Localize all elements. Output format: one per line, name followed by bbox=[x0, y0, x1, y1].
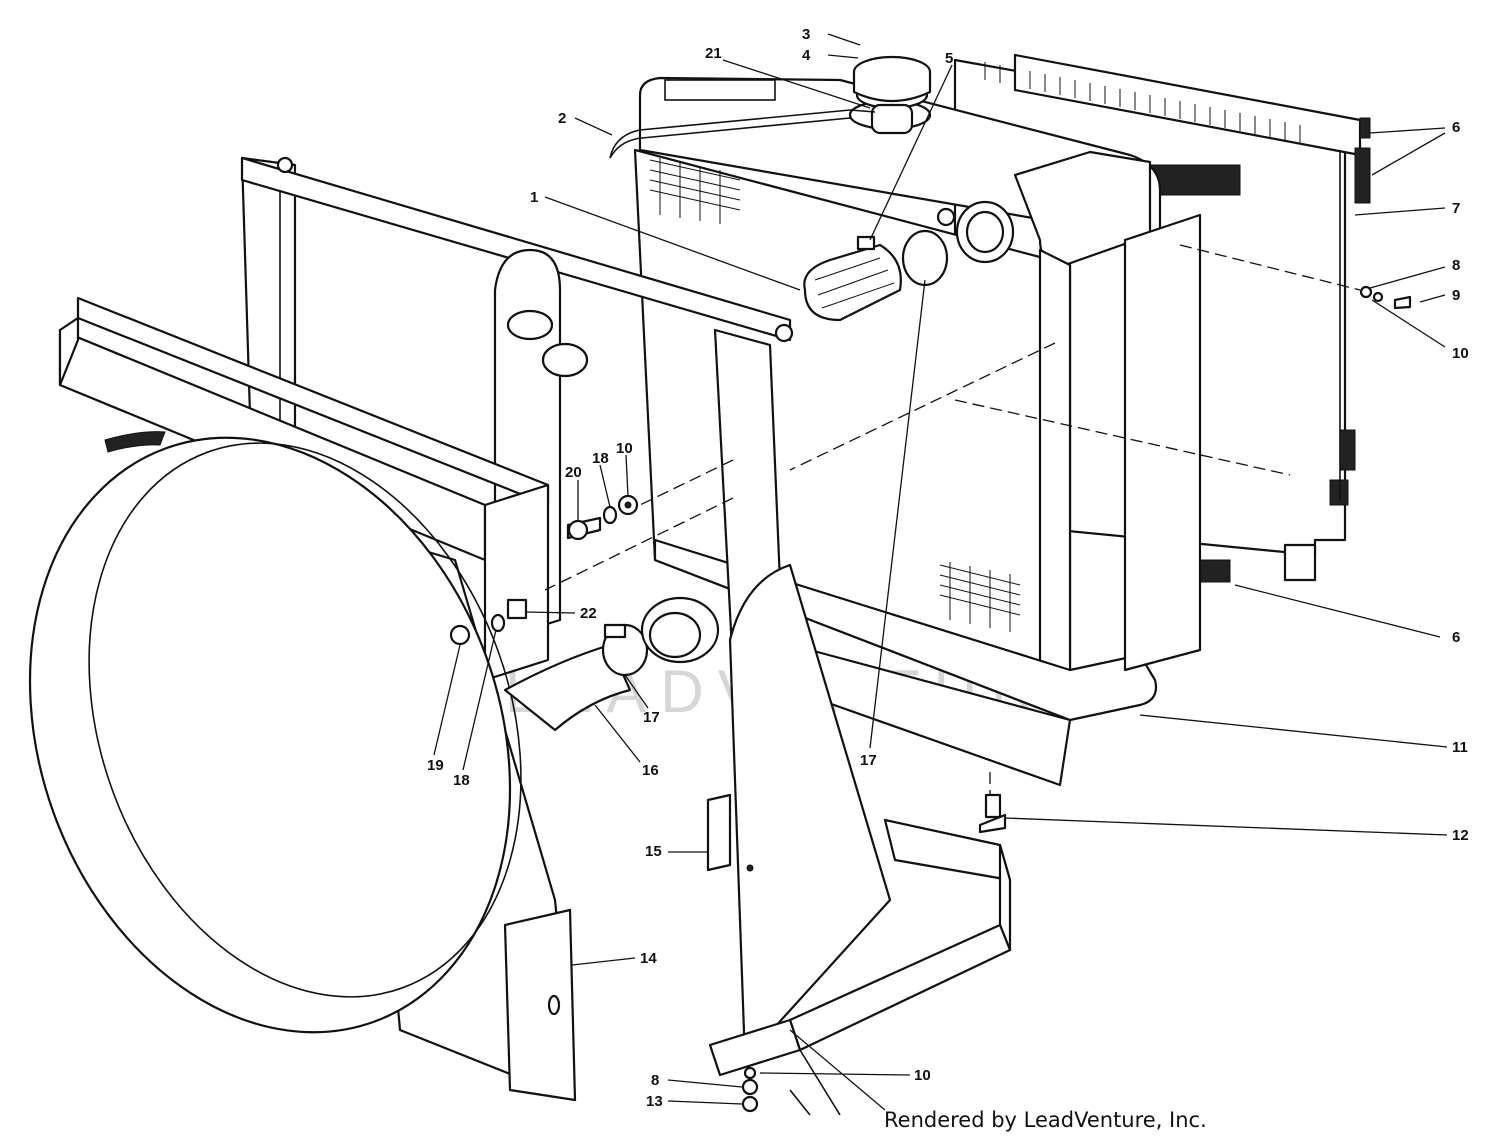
base-stand bbox=[708, 818, 1012, 1116]
callout-8-upper: 8 bbox=[1452, 257, 1460, 274]
callout-10-middle: 10 bbox=[616, 440, 633, 457]
callout-8-lower: 8 bbox=[651, 1072, 659, 1089]
callout-11: 11 bbox=[1452, 739, 1468, 756]
callout-19: 19 bbox=[427, 757, 444, 774]
callout-5: 5 bbox=[945, 50, 953, 67]
callout-18-upper: 18 bbox=[592, 450, 609, 467]
overflow-hose bbox=[609, 109, 876, 159]
callout-4: 4 bbox=[802, 47, 811, 64]
right-side-panel bbox=[1123, 213, 1202, 672]
callout-10-upper: 10 bbox=[1452, 345, 1469, 362]
callout-1: 1 bbox=[530, 189, 538, 206]
callout-labels: 3 4 21 5 2 6 7 1 8 9 10 20 18 10 22 6 17… bbox=[427, 26, 1469, 1110]
callout-21: 21 bbox=[705, 45, 722, 62]
assembly-lines bbox=[544, 244, 1361, 795]
callout-9: 9 bbox=[1452, 287, 1460, 304]
leader-lines bbox=[433, 33, 1448, 1111]
callout-15: 15 bbox=[645, 843, 662, 860]
callout-7: 7 bbox=[1452, 200, 1460, 217]
callout-22: 22 bbox=[580, 605, 597, 622]
drain-cock bbox=[978, 793, 1007, 834]
callout-3: 3 bbox=[802, 26, 810, 43]
lower-front-panel bbox=[706, 563, 892, 1062]
callout-6-top: 6 bbox=[1452, 119, 1460, 136]
upper-hose bbox=[803, 200, 1015, 322]
callout-20: 20 bbox=[565, 464, 582, 481]
callout-13: 13 bbox=[646, 1093, 663, 1110]
callout-12: 12 bbox=[1452, 827, 1469, 844]
callout-18-lower: 18 bbox=[453, 772, 470, 789]
fan-ring bbox=[28, 431, 577, 1102]
callout-17-left: 17 bbox=[643, 709, 660, 726]
callout-2: 2 bbox=[558, 110, 566, 127]
callout-6-lower: 6 bbox=[1452, 629, 1460, 646]
callout-14: 14 bbox=[640, 950, 657, 967]
filler-cap bbox=[848, 55, 932, 135]
callout-10-lower: 10 bbox=[914, 1067, 931, 1084]
callout-17-right: 17 bbox=[860, 752, 877, 769]
rendered-by-credit: Rendered by LeadVenture, Inc. bbox=[884, 1108, 1207, 1132]
callout-16: 16 bbox=[642, 762, 659, 779]
